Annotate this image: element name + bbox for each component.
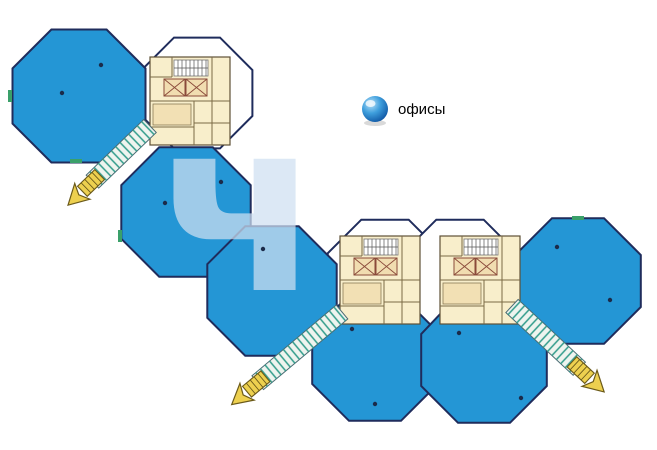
column-dot	[218, 179, 224, 185]
door-mark	[572, 216, 584, 220]
door-mark	[8, 90, 12, 102]
service-core-center-left	[339, 235, 421, 325]
stair-treads	[251, 305, 348, 390]
stair-treads	[505, 299, 586, 376]
legend: офисы	[362, 96, 445, 126]
column-dot	[98, 62, 104, 68]
office-area-2[interactable]	[120, 146, 252, 278]
office-area-1[interactable]	[11, 28, 147, 164]
stair-corridor-2	[224, 304, 349, 414]
column-dot	[372, 401, 378, 407]
legend-marker-sphere	[362, 96, 388, 122]
column-dot	[59, 90, 65, 96]
column-dot	[260, 246, 266, 252]
stair-corridor-3	[505, 298, 613, 401]
door-mark	[118, 230, 122, 242]
column-dot	[162, 200, 168, 206]
column-dot	[456, 330, 462, 336]
door-mark	[70, 159, 82, 163]
service-core-top	[149, 56, 231, 146]
legend-label: офисы	[398, 101, 445, 118]
stair-corridor-1	[59, 118, 157, 214]
legend-marker-shadow	[364, 120, 386, 126]
stair-treads	[86, 119, 157, 189]
column-dot	[518, 395, 524, 401]
column-dot	[349, 326, 355, 332]
legend-marker-highlight	[365, 100, 376, 107]
column-dot	[554, 244, 560, 250]
column-dot	[607, 297, 613, 303]
